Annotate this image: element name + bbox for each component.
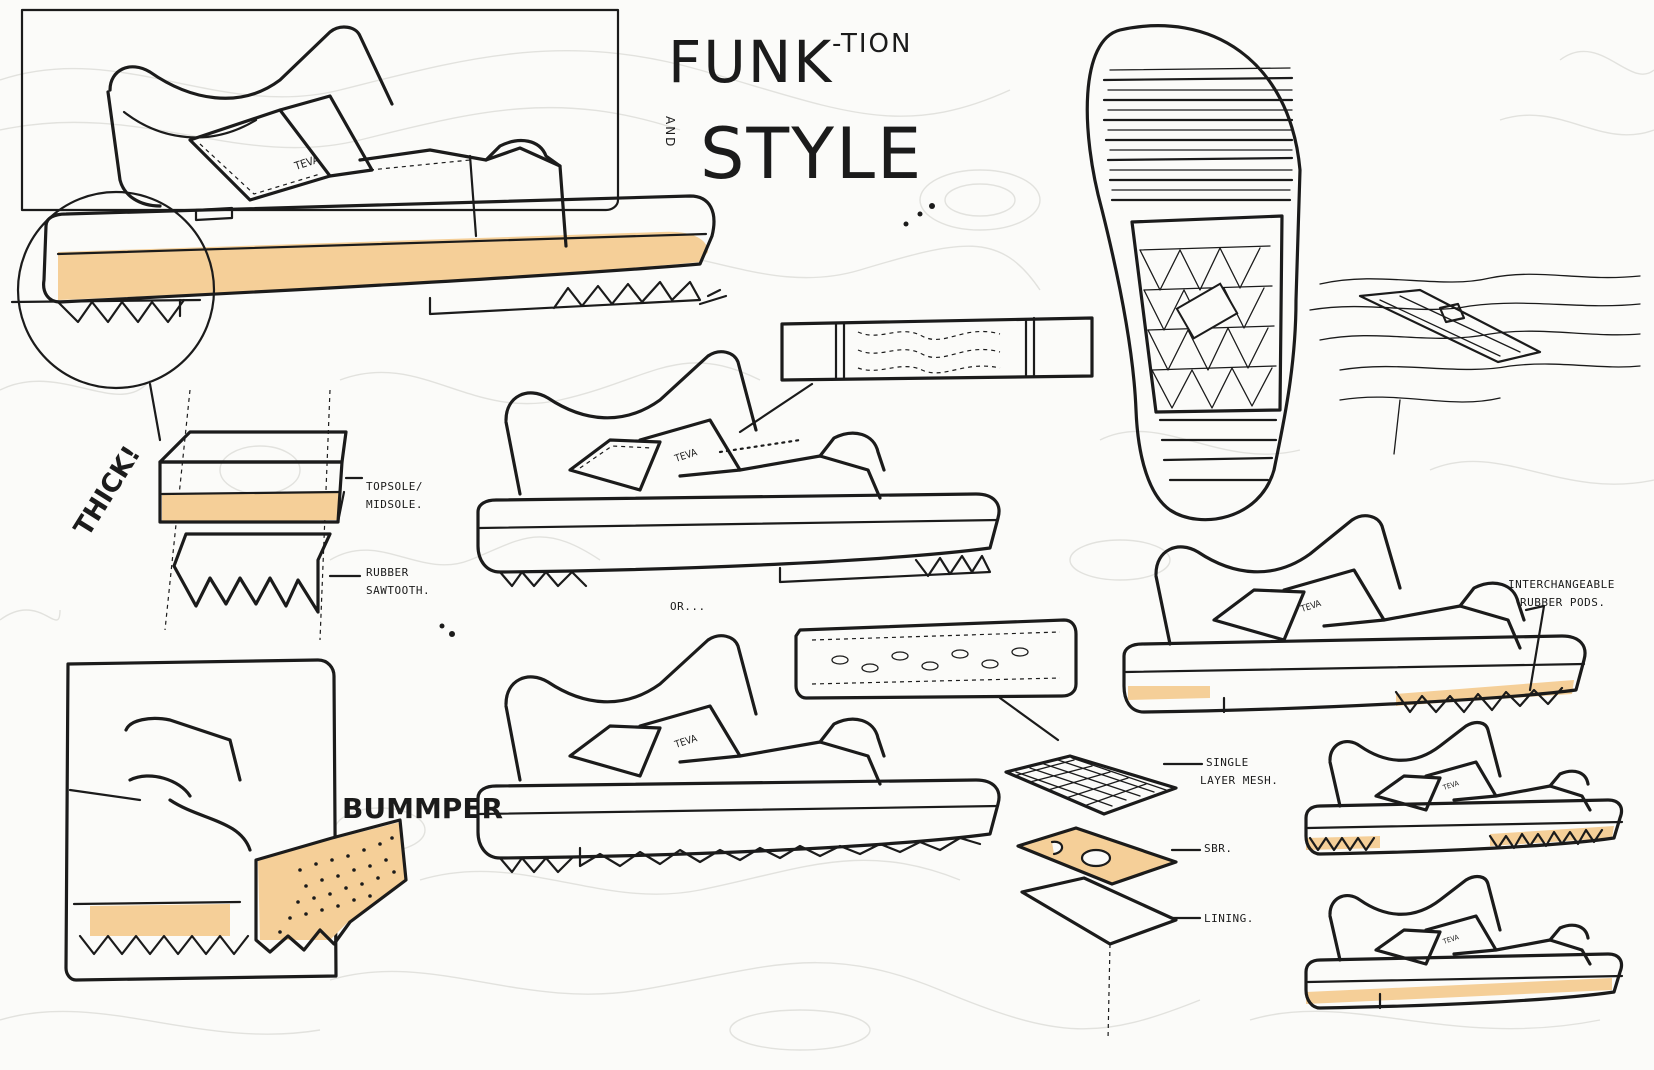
- sandal-5-logo: TEVA: [1441, 933, 1460, 946]
- hero-frame: [20, 8, 620, 212]
- strap-webbing-zigzag: [794, 618, 1078, 742]
- sole-cross-section: THICK! TOPSOLE/ MIDSOLE. RUBBER SAWTOOTH…: [68, 389, 455, 641]
- topsole-label-1: TOPSOLE/: [366, 480, 423, 493]
- sandal-2-logo: TEVA: [673, 733, 700, 751]
- bummper-callout: BUMMPER: [342, 792, 503, 825]
- sandal-4-logo: TEVA: [1441, 779, 1460, 792]
- interchangeable-label-1: INTERCHANGEABLE: [1508, 578, 1615, 591]
- detail-magnifier: [16, 190, 216, 442]
- title-dot: .: [900, 148, 912, 186]
- sandal-concept-5: TEVA: [1304, 874, 1624, 1010]
- sbr-label: SBR.: [1204, 842, 1233, 855]
- sandal-3-logo: TEVA: [1299, 599, 1323, 615]
- interchangeable-label-2: RUBBER PODS.: [1520, 596, 1605, 609]
- title-style: STYLE: [700, 113, 923, 195]
- title-block: FUNK -TION AND STYLE .: [663, 28, 935, 227]
- title-and: AND: [663, 116, 677, 148]
- sandal-concept-4: TEVA: [1304, 720, 1624, 856]
- hero-logo: TEVA: [292, 153, 321, 174]
- outsole-bottom-view: [1085, 24, 1641, 522]
- rubber-label-2: SAWTOOTH.: [366, 584, 430, 597]
- mesh-label-2: LAYER MESH.: [1200, 774, 1278, 787]
- sandal-1-logo: TEVA: [673, 447, 700, 465]
- topographic-background: [0, 50, 1654, 1051]
- or-label: OR...: [670, 600, 706, 613]
- sandal-concept-2: TEVA: [476, 634, 1001, 874]
- strap-webbing-dotted: [780, 316, 1094, 382]
- topsole-label-2: MIDSOLE.: [366, 498, 423, 511]
- insole-layer-stack: SINGLE LAYER MESH. SBR. LINING.: [1004, 754, 1278, 1041]
- sandal-concept-3: TEVA INTERCHANGEABLE RUBBER PODS.: [1122, 514, 1615, 714]
- title-tion: -TION: [832, 29, 912, 59]
- title-funk: FUNK: [668, 28, 833, 96]
- bumper-detail-sketch: BUMMPER: [64, 658, 503, 982]
- sandal-concept-1: TEVA OR...: [476, 350, 1001, 613]
- thick-callout: THICK!: [68, 441, 147, 542]
- rubber-label-1: RUBBER: [366, 566, 409, 579]
- lining-label: LINING.: [1204, 912, 1254, 925]
- mesh-label-1: SINGLE: [1206, 756, 1249, 769]
- hero-sandal-sketch: TEVA: [10, 8, 728, 324]
